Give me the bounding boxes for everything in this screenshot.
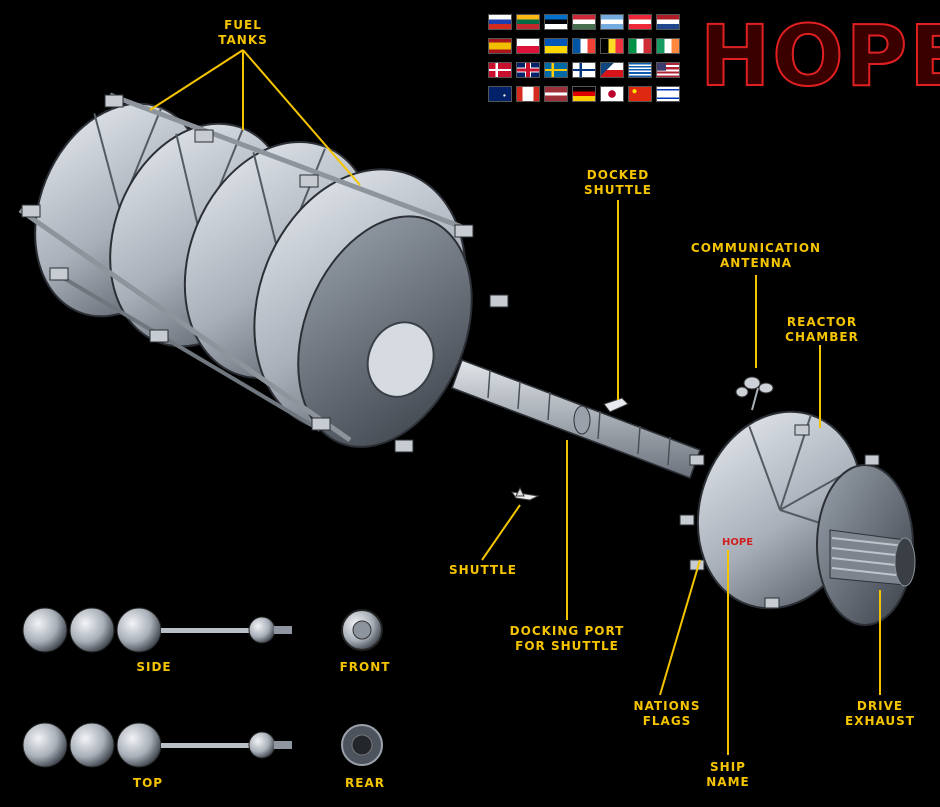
flag-argentina: [600, 14, 624, 30]
view-side-thumb: [22, 607, 292, 653]
flag-france: [572, 38, 596, 54]
flag-russia: [488, 14, 512, 30]
label-view-rear: REAR: [345, 776, 385, 790]
flag-ireland: [656, 38, 680, 54]
label-view-front: FRONT: [339, 660, 391, 674]
leader-fuel-tanks-3: [242, 49, 361, 186]
flag-germany: [572, 86, 596, 102]
flag-ukraine: [544, 38, 568, 54]
hull-ship-name: HOPE: [722, 537, 753, 548]
flag-sweden: [544, 62, 568, 78]
flag-greece: [628, 62, 652, 78]
flag-netherlands: [656, 14, 680, 30]
leader-lines: [149, 49, 881, 755]
fuel-tanks: [18, 92, 509, 453]
label-view-top: TOP: [132, 776, 164, 790]
flag-japan: [600, 86, 624, 102]
label-shuttle: SHUTTLE: [449, 563, 517, 577]
communication-antenna-model: [735, 376, 774, 411]
flag-china: [628, 86, 652, 102]
flag-australia: [488, 86, 512, 102]
leader-shuttle: [481, 504, 521, 561]
flag-canada: [516, 86, 540, 102]
flag-united-kingdom: [516, 62, 540, 78]
shuttle-model: [510, 486, 540, 501]
leader-nations-flags: [659, 559, 701, 696]
label-view-side: SIDE: [136, 660, 172, 674]
flag-poland: [516, 38, 540, 54]
flag-usa: [656, 62, 680, 78]
flag-italy: [628, 38, 652, 54]
flag-spain: [488, 38, 512, 54]
flag-denmark: [488, 62, 512, 78]
view-rear-thumb: [341, 724, 383, 766]
leader-fuel-tanks-1: [149, 49, 244, 111]
drive-exhaust: [829, 529, 916, 587]
ship-title: HOPE: [699, 6, 940, 106]
docked-shuttle: [603, 397, 629, 413]
flag-estonia: [544, 14, 568, 30]
view-front-thumb: [341, 609, 383, 651]
flag-finland: [572, 62, 596, 78]
flag-lithuania: [516, 14, 540, 30]
flag-belgium: [600, 38, 624, 54]
fuel-tank-front: [253, 168, 473, 448]
flag-hungary: [572, 14, 596, 30]
view-top-thumb: [22, 722, 292, 768]
reactor-chamber: HOPE: [679, 410, 914, 626]
flag-israel: [656, 86, 680, 102]
flag-czechia: [600, 62, 624, 78]
central-spine: [451, 359, 701, 479]
flag-austria: [628, 14, 652, 30]
flag-latvia: [544, 86, 568, 102]
